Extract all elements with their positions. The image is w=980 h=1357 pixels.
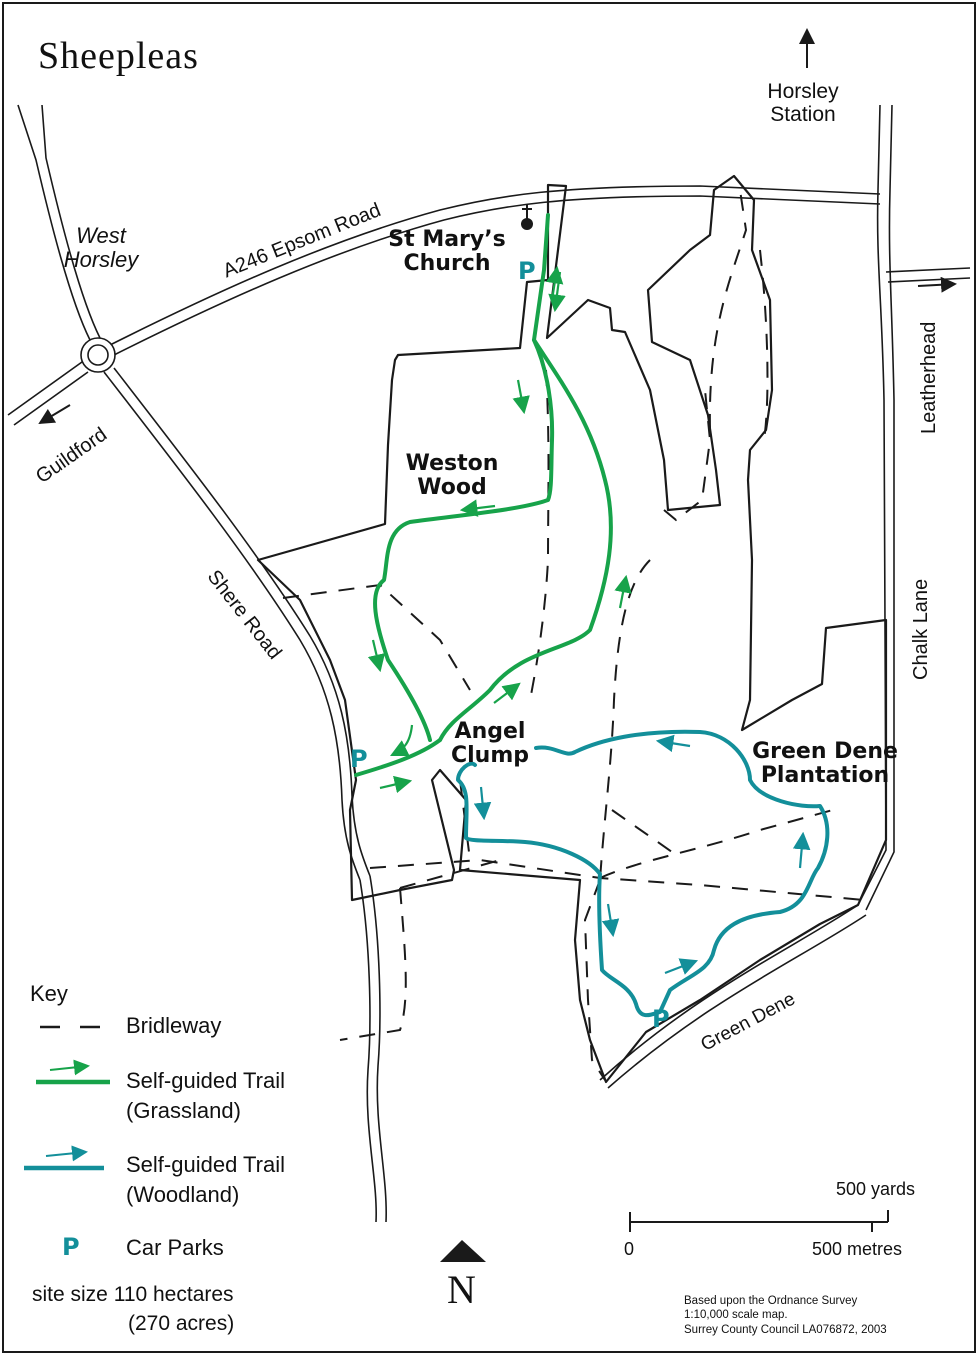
road-to-leatherhead xyxy=(885,267,971,283)
key-grassland-label: Self-guided Trail (Grassland) xyxy=(126,1068,285,1123)
key-woodland-label: Self-guided Trail (Woodland) xyxy=(126,1152,285,1207)
road-shere xyxy=(103,367,371,881)
road-to-guildford xyxy=(7,361,89,426)
road-epsom xyxy=(109,185,881,356)
map-title: Sheepleas xyxy=(38,35,199,77)
map-credit: Based upon the Ordnance Survey 1:10,000 … xyxy=(684,1295,887,1336)
road-west-horsley-north xyxy=(17,104,101,341)
bridleways xyxy=(282,189,865,1081)
key-heading: Key xyxy=(30,981,68,1006)
road-shere-south xyxy=(359,875,387,1223)
north-arrow-icon xyxy=(440,1240,486,1262)
place-west-horsley: West Horsley xyxy=(63,223,139,273)
woodland-arrows xyxy=(473,734,811,975)
roundabout xyxy=(80,337,116,373)
place-st-marys-church: St Mary’s Church xyxy=(388,227,506,277)
woodland-trail xyxy=(456,729,830,1018)
key-car-parks-label: Car Parks xyxy=(126,1235,224,1260)
road-label-chalk-lane: Chalk Lane xyxy=(910,578,932,680)
site-boundary xyxy=(256,174,888,1084)
scale-label-zero: 0 xyxy=(624,1239,635,1259)
grassland-trail xyxy=(354,213,613,777)
scale-label-yards: 500 yards xyxy=(836,1179,916,1199)
place-angel-clump: Angel Clump xyxy=(450,719,530,769)
key-site-size: site size 110 hectares (270 acres) xyxy=(32,1283,235,1336)
key-symbols xyxy=(24,1025,110,1171)
car-park-marker-green-dene: P xyxy=(652,1005,670,1033)
direction-arrow-icon xyxy=(38,28,957,425)
key-car-park-symbol: P xyxy=(62,1233,80,1261)
place-green-dene-plantation: Green Dene Plantation xyxy=(752,739,898,789)
place-weston-wood: Weston Wood xyxy=(405,451,499,501)
key-bridleway-label: Bridleway xyxy=(126,1013,222,1038)
grassland-arrows xyxy=(367,265,632,794)
scale-bar xyxy=(629,1210,889,1232)
road-green-dene xyxy=(599,904,867,1089)
road-network xyxy=(7,104,971,1223)
direction-label-leatherhead: Leatherhead xyxy=(918,321,940,434)
north-label: N xyxy=(447,1267,476,1312)
church-cross-icon xyxy=(521,204,533,230)
car-park-marker-church: P xyxy=(518,257,536,285)
direction-label-horsley-station: Horsley Station xyxy=(767,80,839,127)
car-park-marker-west: P xyxy=(350,745,368,773)
road-chalk-lane xyxy=(857,104,895,911)
scale-label-metres: 500 metres xyxy=(812,1239,903,1259)
